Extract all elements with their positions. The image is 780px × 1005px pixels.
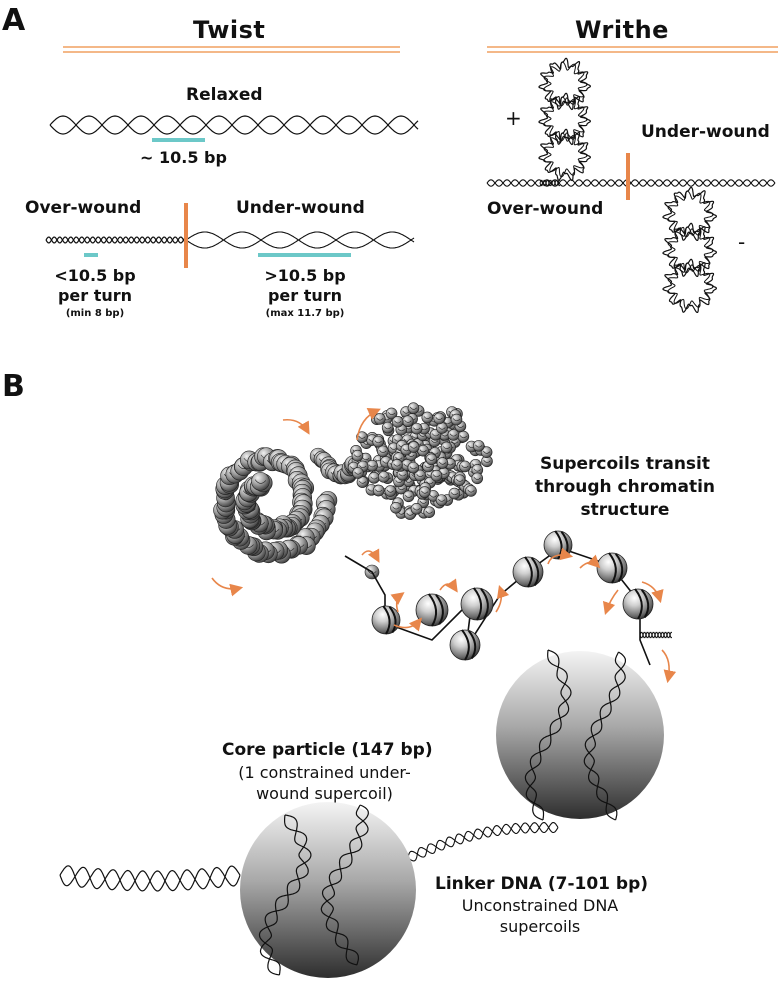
under-wound-max: (max 11.7 bp) — [265, 308, 345, 319]
negative-writhe-sign: - — [738, 230, 746, 254]
twist-title: Twist — [193, 16, 266, 44]
core-particle-sphere-upper — [496, 649, 664, 821]
writhe-over-wound-label: Over-wound — [487, 199, 604, 219]
under-wound-bp-label: >10.5 bp — [264, 266, 346, 285]
negative-writhe-loops — [662, 186, 718, 313]
over-wound-per-turn: per turn — [57, 286, 133, 305]
nucleosome-beads — [371, 530, 654, 661]
panel-label-b: B — [2, 369, 25, 404]
writhe-under-wound-label: Under-wound — [641, 122, 770, 142]
supercoils-transit-label-2: through chromatin — [534, 477, 716, 497]
core-particle-desc-2: wound supercoil) — [256, 784, 393, 803]
writhe-title: Writhe — [575, 16, 669, 44]
linker-dna-title: Linker DNA (7-101 bp) — [435, 874, 649, 894]
core-particle-sphere-lower — [240, 802, 416, 978]
linker-dna-helix — [59, 822, 559, 892]
twist-header-rule — [63, 46, 400, 53]
relaxed-label: Relaxed — [186, 85, 263, 105]
supercoils-transit-label: Supercoils transit — [539, 454, 711, 474]
over-wound-min: (min 8 bp) — [65, 308, 125, 319]
core-particle-desc-1: (1 constrained under- — [238, 763, 411, 782]
relaxed-dna-helix — [49, 115, 419, 135]
core-particle-title: Core particle (147 bp) — [222, 740, 433, 760]
under-wound-per-turn: per turn — [267, 286, 343, 305]
positive-writhe-sign: + — [505, 106, 522, 130]
over-wound-label: Over-wound — [25, 198, 142, 218]
chromatin-fiber — [213, 402, 493, 580]
positive-writhe-loops — [538, 57, 592, 187]
writhe-dna-helix — [486, 179, 776, 187]
relaxed-bp-label: ~ 10.5 bp — [140, 148, 227, 167]
supercoils-transit-label-3: structure — [580, 500, 670, 520]
linker-dna-desc-1: Unconstrained DNA — [461, 896, 619, 915]
under-wound-dna-helix — [185, 231, 415, 249]
writhe-header-rule — [487, 46, 778, 53]
over-wound-dna-helix — [45, 236, 187, 244]
under-wound-label: Under-wound — [236, 198, 365, 218]
panel-label-a: A — [2, 3, 26, 38]
over-wound-bp-label: <10.5 bp — [54, 266, 136, 285]
linker-dna-desc-2: supercoils — [499, 917, 581, 936]
supercoil-transit-arrows — [211, 408, 677, 684]
